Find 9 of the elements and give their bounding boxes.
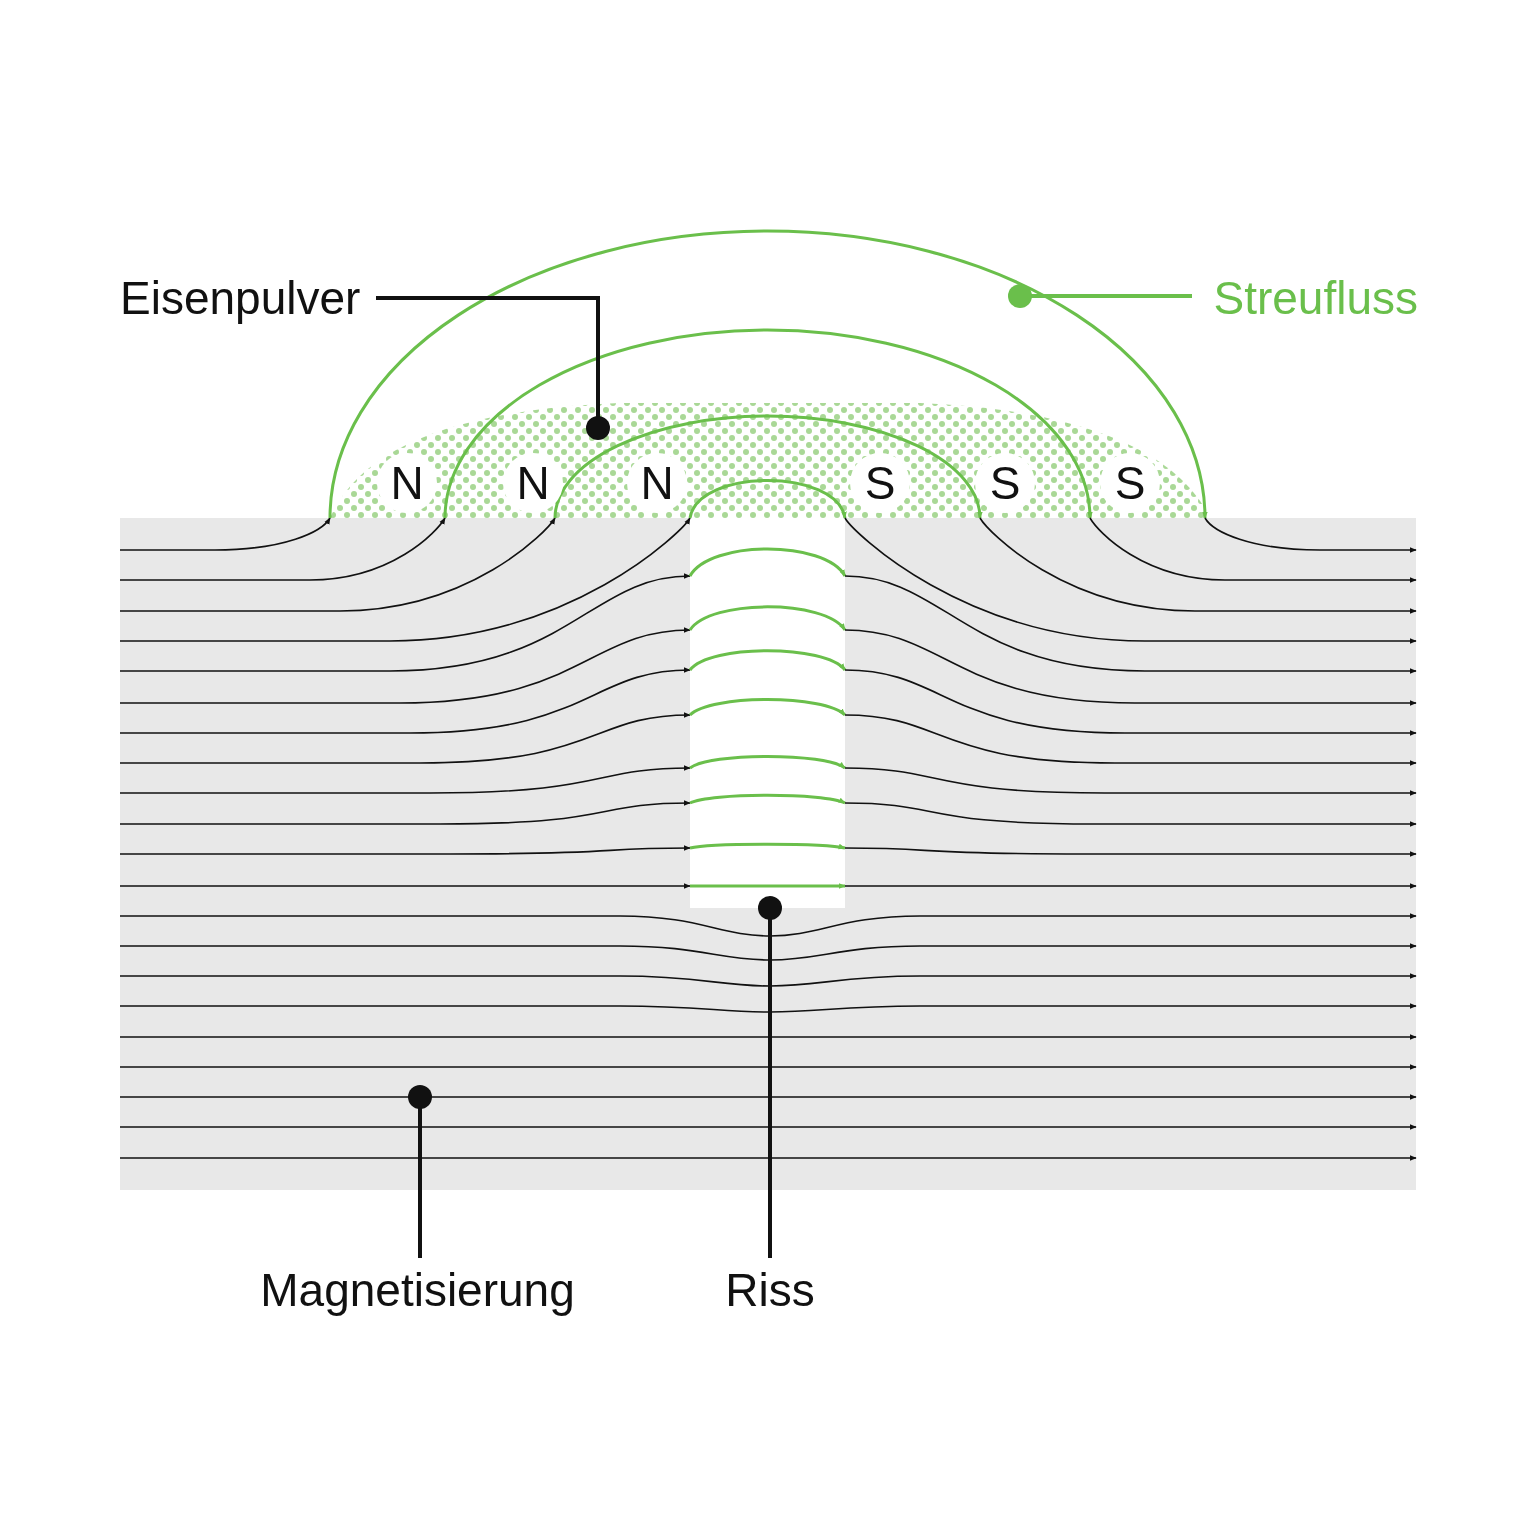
leader-line (758, 896, 782, 1258)
leader-line (1008, 284, 1192, 308)
callout-text: Riss (715, 1258, 825, 1322)
leader-line (376, 296, 610, 440)
callout-text: Eisenpulver (120, 268, 376, 328)
magnetized-plate-with-crack (120, 518, 1416, 1190)
leader-line (408, 1085, 432, 1258)
callout-text: Streufluss (1192, 268, 1418, 328)
callout-text: Magnetisierung (245, 1258, 590, 1322)
